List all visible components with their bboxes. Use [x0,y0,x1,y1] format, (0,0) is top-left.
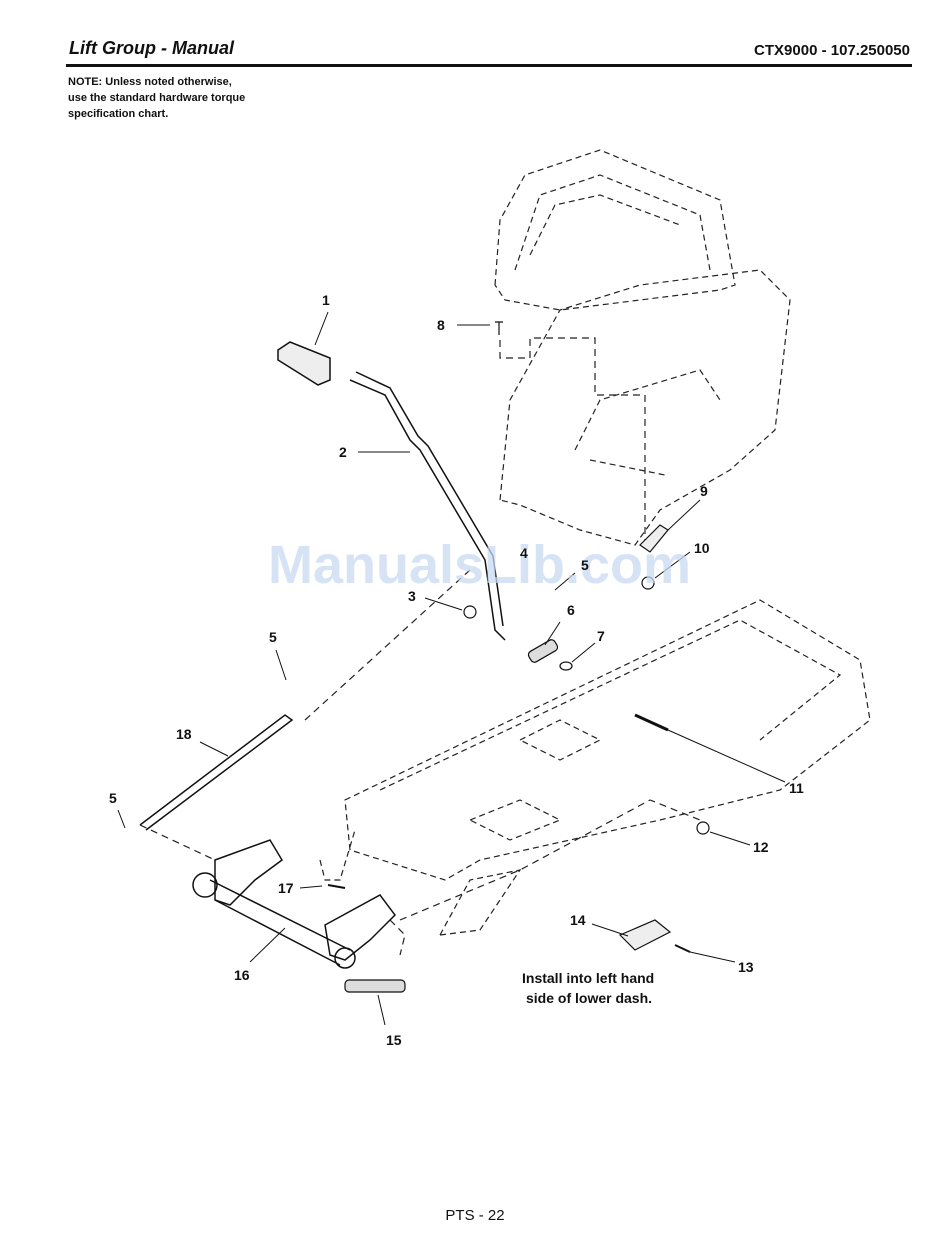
page-number: PTS - 22 [0,1207,950,1224]
lift-handle [350,372,505,640]
callout-4: 4 [520,545,528,561]
lift-shaft-assembly [193,840,395,968]
callout-10: 10 [694,540,710,556]
callout-1: 1 [322,292,330,308]
callout-3: 3 [408,588,416,604]
fender-outline [495,150,735,310]
callout-11: 11 [789,780,804,796]
callout-13: 13 [738,959,754,975]
spring-15 [345,980,405,992]
callout-9: 9 [700,483,708,499]
callout-5-lower: 5 [109,790,117,806]
watermark-text: ManualsLib.com [268,535,691,595]
callout-16: 16 [234,967,250,983]
bolt-11 [635,715,668,730]
install-note: Install into left hand side of lower das… [522,970,654,1006]
spring-6 [527,638,559,663]
callout-14: 14 [570,912,586,928]
callout-18: 18 [176,726,192,742]
leader-lines [118,312,785,1025]
bolt-8 [495,322,503,335]
callout-7: 7 [597,628,605,644]
callout-labels: 1 2 3 4 5 5 5 6 7 8 9 10 11 12 13 14 15 … [109,292,804,1048]
washer-7 [560,662,572,670]
lift-grip [278,342,330,385]
nut-12 [697,822,709,834]
callout-5-middle: 5 [269,629,277,645]
chassis-frame [320,600,870,935]
callout-6: 6 [567,602,575,618]
callout-17: 17 [278,880,294,896]
install-note-line-1: Install into left hand [522,970,654,986]
bracket-14 [620,920,670,950]
screw-13 [675,945,690,952]
callout-2: 2 [339,444,347,460]
callout-5-upper: 5 [581,557,589,573]
install-note-line-2: side of lower dash. [526,990,652,1006]
callout-8: 8 [437,317,445,333]
screw-17 [328,885,345,888]
lift-rod [140,715,292,830]
callout-12: 12 [753,839,769,855]
nut-3 [464,606,476,618]
assembly-lines [140,338,700,955]
callout-15: 15 [386,1032,402,1048]
